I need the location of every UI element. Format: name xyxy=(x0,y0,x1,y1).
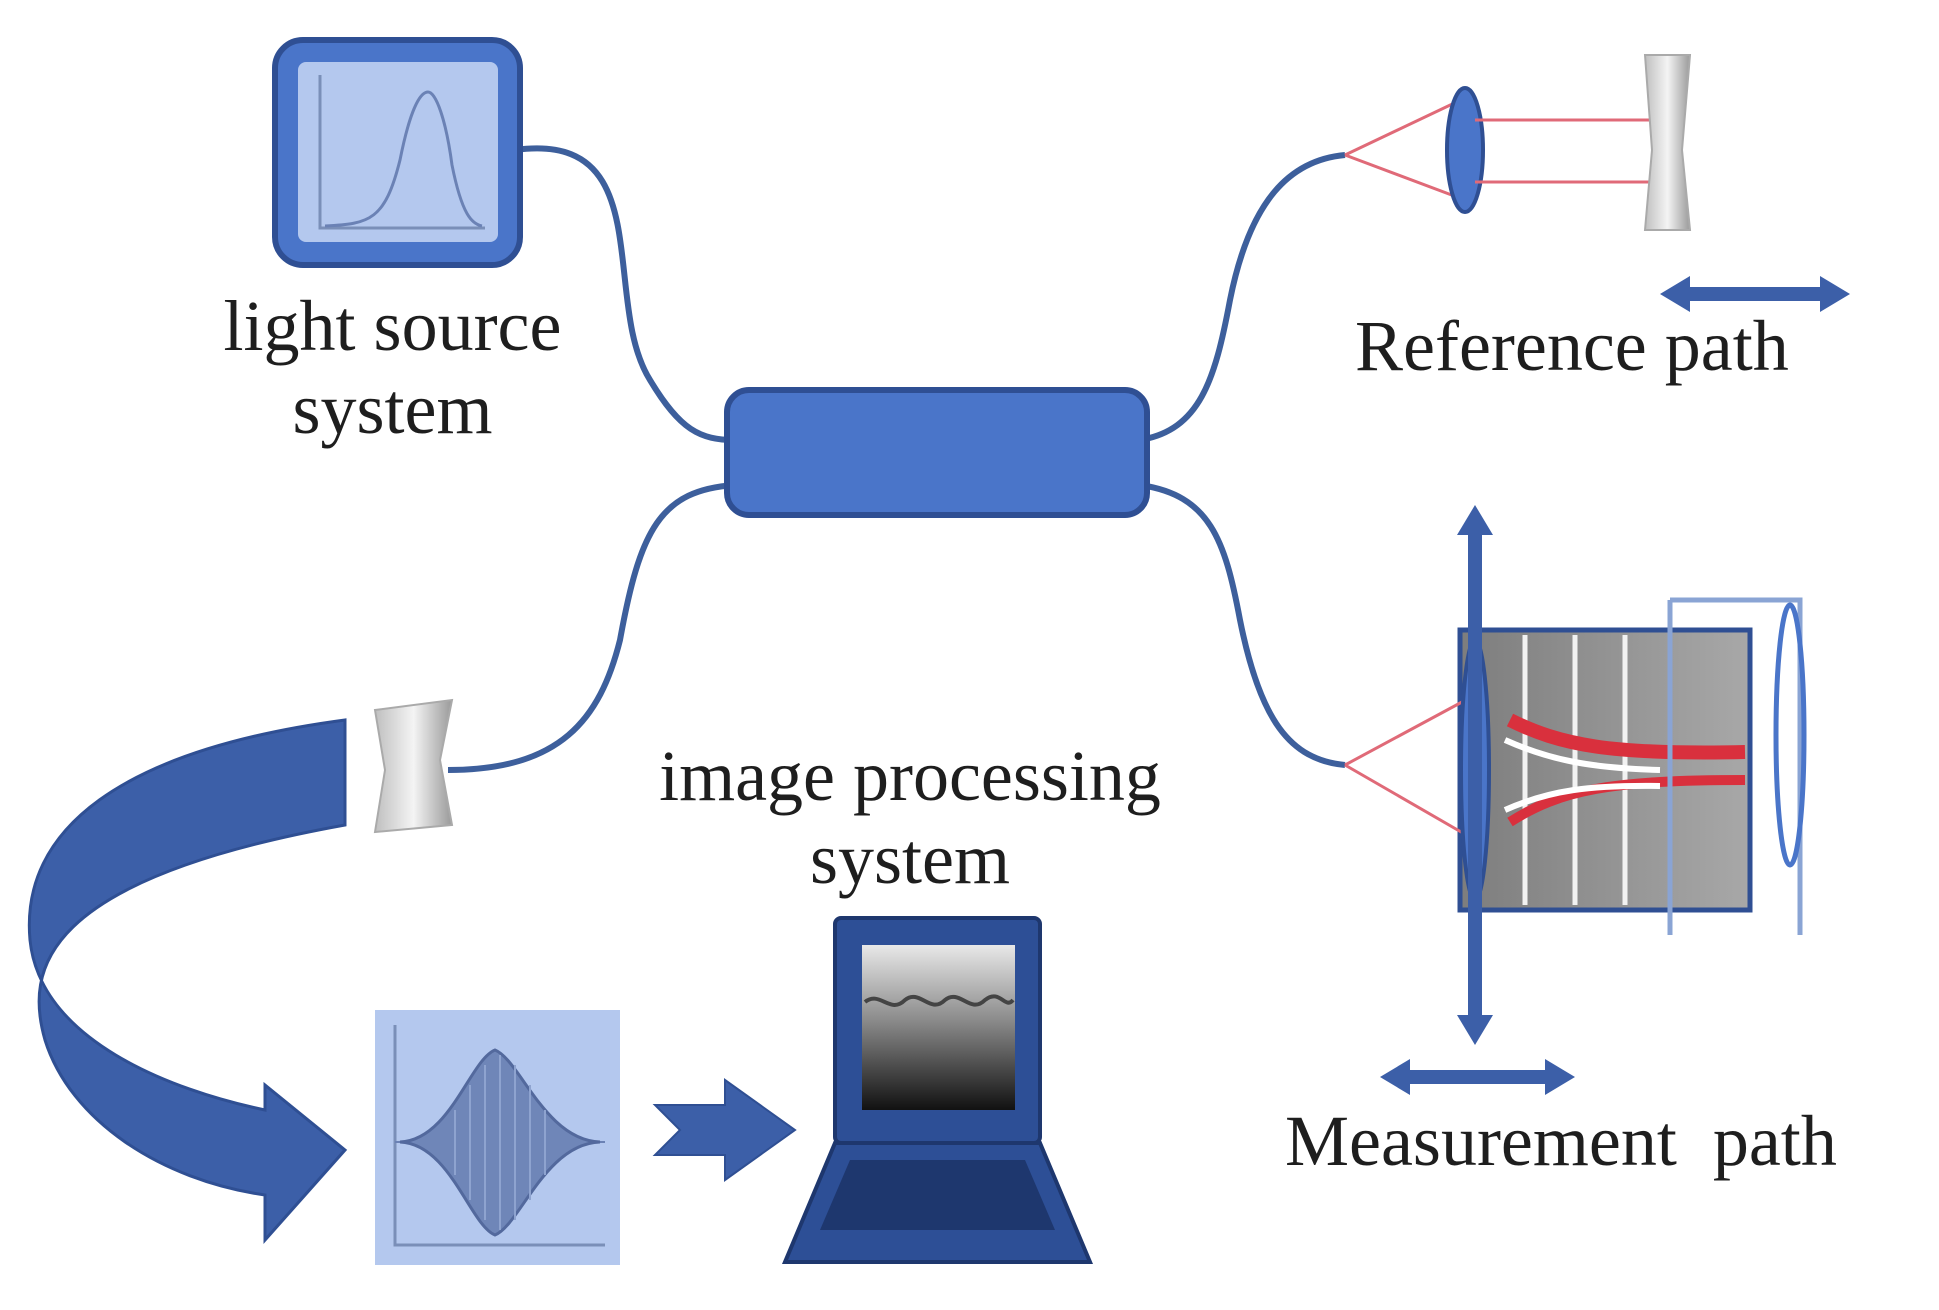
measurement-path-label: Measurement path xyxy=(1285,1101,1837,1181)
reference-double-arrow xyxy=(1660,276,1850,312)
laptop xyxy=(781,916,1094,1264)
interferogram-fringes xyxy=(454,1055,546,1230)
sample-white-curve xyxy=(1503,737,1661,813)
reference-beam-divergent xyxy=(1344,96,1466,202)
light-source-axes xyxy=(318,75,485,230)
fiber-measurement xyxy=(1139,482,1346,768)
fiber-reference xyxy=(1139,152,1346,443)
small-flow-arrow xyxy=(652,1078,797,1182)
laptop-screen-pattern xyxy=(863,994,1015,1007)
light-source-box xyxy=(272,37,523,268)
curved-flow-arrow xyxy=(27,718,348,1244)
fiber-coupler xyxy=(724,387,1150,518)
sample-tissue xyxy=(1457,627,1753,913)
image-processing-label-line1: image processing xyxy=(659,736,1161,816)
image-processing-label: image processing system xyxy=(605,735,1215,901)
sample-red-band-upper xyxy=(1506,713,1746,760)
fiber-light-source xyxy=(514,145,736,443)
sample-side-lens xyxy=(1773,602,1807,868)
reference-path-label: Reference path xyxy=(1355,306,1789,386)
reference-arm xyxy=(1344,54,1850,312)
light-source-label-line1: light source xyxy=(223,286,562,366)
fibers xyxy=(447,145,1346,773)
laptop-screen xyxy=(862,945,1015,1110)
gaussian-spectrum-curve xyxy=(324,90,483,228)
measurement-beam xyxy=(1344,693,1476,842)
detector-mirror xyxy=(373,698,454,834)
reference-mirror xyxy=(1643,54,1692,231)
laptop-keyboard xyxy=(820,1160,1055,1230)
measurement-vertical-arrow xyxy=(1457,505,1493,1045)
light-source-label-line2: system xyxy=(292,368,493,449)
light-source-label: light source system xyxy=(195,285,590,451)
fiber-detector xyxy=(447,482,736,773)
light-source-screen xyxy=(298,62,498,242)
interferogram-panel xyxy=(375,1010,620,1265)
interferogram-axes xyxy=(393,1025,605,1247)
measurement-double-arrow xyxy=(1380,1059,1575,1095)
reference-lens xyxy=(1445,86,1485,214)
reference-beam-collimated xyxy=(1475,118,1650,184)
image-processing-label-line2: system xyxy=(809,818,1010,899)
measurement-arm xyxy=(1344,505,1807,1095)
